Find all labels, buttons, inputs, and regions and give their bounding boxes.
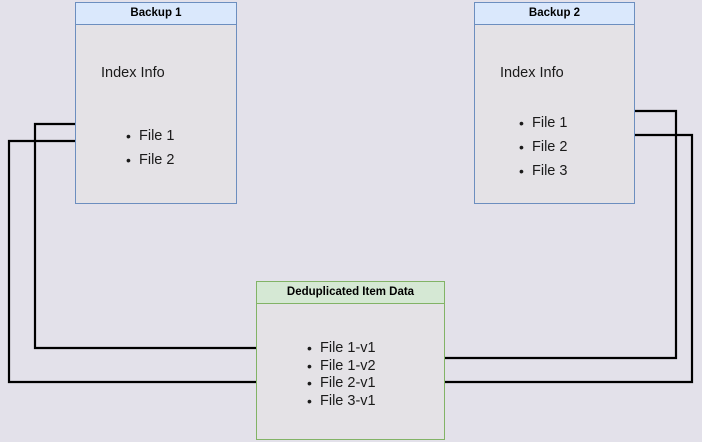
dedup-body: File 1-v1 File 1-v2 File 2-v1 File 3-v1 bbox=[257, 304, 444, 439]
list-item: File 1 bbox=[519, 111, 567, 135]
list-item: File 1-v2 bbox=[307, 358, 376, 376]
list-item: File 1-v1 bbox=[307, 340, 376, 358]
backup1-index-label: Index Info bbox=[101, 65, 165, 81]
backup1-header: Backup 1 bbox=[76, 3, 236, 25]
dedup-item-list: File 1-v1 File 1-v2 File 2-v1 File 3-v1 bbox=[307, 340, 376, 410]
backup2-header: Backup 2 bbox=[475, 3, 634, 25]
list-item: File 3 bbox=[519, 159, 567, 183]
list-item: File 2 bbox=[519, 135, 567, 159]
dedup-box: Deduplicated Item Data File 1-v1 File 1-… bbox=[256, 281, 445, 440]
backup2-file-list: File 1 File 2 File 3 bbox=[519, 111, 567, 183]
dedup-header: Deduplicated Item Data bbox=[257, 282, 444, 304]
backup2-index-label: Index Info bbox=[500, 65, 564, 81]
backup2-box: Backup 2 Index Info File 1 File 2 File 3 bbox=[474, 2, 635, 204]
backup2-body: Index Info File 1 File 2 File 3 bbox=[475, 25, 634, 203]
backup1-file-list: File 1 File 2 bbox=[126, 124, 174, 172]
list-item: File 2-v1 bbox=[307, 375, 376, 393]
list-item: File 2 bbox=[126, 148, 174, 172]
list-item: File 3-v1 bbox=[307, 393, 376, 411]
backup1-body: Index Info File 1 File 2 bbox=[76, 25, 236, 203]
backup1-box: Backup 1 Index Info File 1 File 2 bbox=[75, 2, 237, 204]
list-item: File 1 bbox=[126, 124, 174, 148]
